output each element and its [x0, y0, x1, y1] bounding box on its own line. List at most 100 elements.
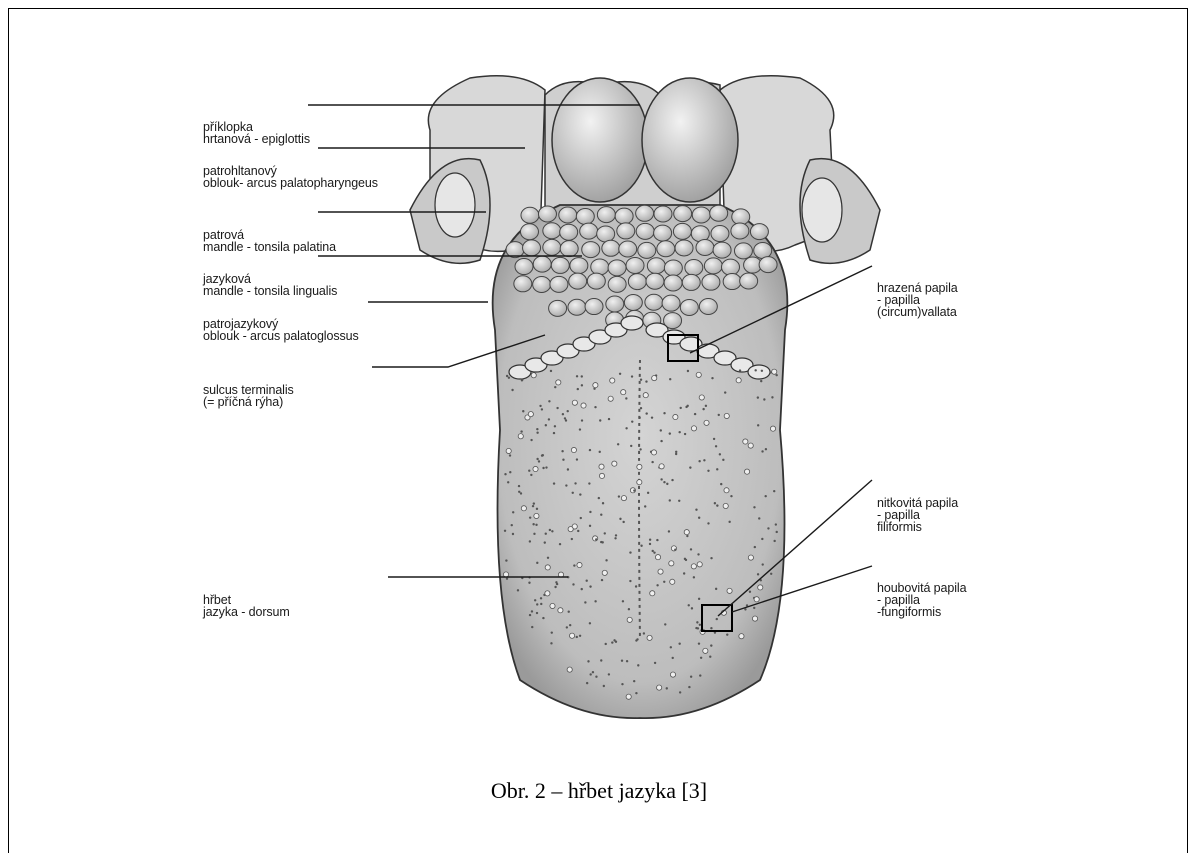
- filiform-papilla: [711, 377, 713, 379]
- filiform-papilla: [541, 454, 543, 456]
- filiform-papilla: [660, 429, 662, 431]
- fungiform-papilla: [758, 585, 763, 590]
- filiform-papilla: [719, 453, 721, 455]
- tonsil-nodule: [673, 223, 691, 239]
- filiform-papilla: [605, 559, 607, 561]
- tonsil-nodule: [654, 225, 672, 241]
- filiform-papilla: [589, 673, 591, 675]
- tonsil-nodule: [570, 258, 588, 274]
- filiform-papilla: [764, 495, 766, 497]
- filiform-papilla: [644, 505, 646, 507]
- filiform-papilla: [695, 627, 697, 629]
- fungiform-papilla: [697, 562, 702, 567]
- fungiform-papilla: [528, 412, 533, 417]
- filiform-papilla: [602, 502, 604, 504]
- filiform-papilla: [718, 414, 720, 416]
- fungiform-papilla: [658, 569, 663, 574]
- filiform-papilla: [564, 417, 566, 419]
- filiform-papilla: [633, 489, 635, 491]
- filiform-papilla: [556, 583, 558, 585]
- filiform-papilla: [629, 551, 631, 553]
- fungiform-papilla: [558, 608, 563, 613]
- filiform-papilla: [622, 600, 624, 602]
- tonsil-nodule: [647, 258, 665, 274]
- fungiform-papilla: [739, 634, 744, 639]
- filiform-papilla: [670, 646, 672, 648]
- fungiform-papilla: [670, 672, 675, 677]
- filiform-papilla: [626, 660, 628, 662]
- tonsil-nodule: [636, 223, 654, 239]
- fungiform-papilla: [754, 597, 759, 602]
- filiform-papilla: [635, 692, 637, 694]
- filiform-papilla: [628, 608, 630, 610]
- filiform-papilla: [581, 375, 583, 377]
- filiform-papilla: [608, 418, 610, 420]
- filiform-papilla: [769, 371, 771, 373]
- tonsil-nodule: [549, 300, 567, 316]
- fungiform-papilla: [669, 561, 674, 566]
- filiform-papilla: [622, 521, 624, 523]
- filiform-papilla: [757, 424, 759, 426]
- fungiform-papilla: [659, 464, 664, 469]
- tonsil-left: [435, 173, 475, 237]
- filiform-papilla: [551, 530, 553, 532]
- tonsil-nodule: [654, 206, 672, 222]
- filiform-papilla: [556, 407, 558, 409]
- tonsil-nodule: [591, 259, 609, 275]
- filiform-papilla: [656, 539, 658, 541]
- filiform-papilla: [675, 453, 677, 455]
- tonsil-nodule: [702, 274, 720, 290]
- filiform-papilla: [669, 499, 671, 501]
- filiform-papilla: [592, 671, 594, 673]
- filiform-papilla: [567, 468, 569, 470]
- filiform-papilla: [619, 518, 621, 520]
- filiform-papilla: [640, 378, 642, 380]
- filiform-papilla: [702, 408, 704, 410]
- filiform-papilla: [589, 511, 591, 513]
- filiform-papilla: [512, 533, 514, 535]
- fungiform-papilla: [599, 473, 604, 478]
- filiform-papilla: [663, 412, 665, 414]
- filiform-papilla: [686, 535, 688, 537]
- tonsil-nodule: [636, 205, 654, 221]
- filiform-papilla: [714, 502, 716, 504]
- filiform-papilla: [548, 418, 550, 420]
- filiform-papilla: [533, 502, 535, 504]
- filiform-papilla: [566, 626, 568, 628]
- filiform-papilla: [594, 600, 596, 602]
- filiform-papilla: [700, 657, 702, 659]
- filiform-papilla: [586, 682, 588, 684]
- tonsil-nodule: [587, 273, 605, 289]
- fungiform-papilla: [724, 413, 729, 418]
- filiform-papilla: [757, 573, 759, 575]
- filiform-papilla: [509, 471, 511, 473]
- tonsil-nodule: [585, 299, 603, 315]
- filiform-papilla: [587, 660, 589, 662]
- tonsil-nodule: [685, 259, 703, 275]
- filiform-papilla: [715, 588, 717, 590]
- fungiform-papilla: [533, 466, 538, 471]
- filiform-papilla: [579, 635, 581, 637]
- filiform-papilla: [767, 527, 769, 529]
- tonsil-nodule: [710, 205, 728, 221]
- fungiform-papilla: [503, 572, 508, 577]
- tonsil-nodule: [514, 276, 532, 292]
- filiform-papilla: [687, 370, 689, 372]
- filiform-papilla: [629, 580, 631, 582]
- fungiform-papilla: [743, 439, 748, 444]
- fungiform-papilla: [568, 527, 573, 532]
- filiform-papilla: [775, 374, 777, 376]
- fungiform-papilla: [621, 496, 626, 501]
- filiform-papilla: [536, 431, 538, 433]
- fungiform-papilla: [626, 694, 631, 699]
- filiform-papilla: [554, 425, 556, 427]
- filiform-papilla: [621, 660, 623, 662]
- tonsil-nodule: [523, 240, 541, 256]
- filiform-papilla: [531, 626, 533, 628]
- tonsil-nodule: [602, 240, 620, 256]
- filiform-papilla: [678, 500, 680, 502]
- tonsil-nodule: [682, 274, 700, 290]
- filiform-papilla: [651, 416, 653, 418]
- filiform-papilla: [663, 481, 665, 483]
- filiform-papilla: [674, 548, 676, 550]
